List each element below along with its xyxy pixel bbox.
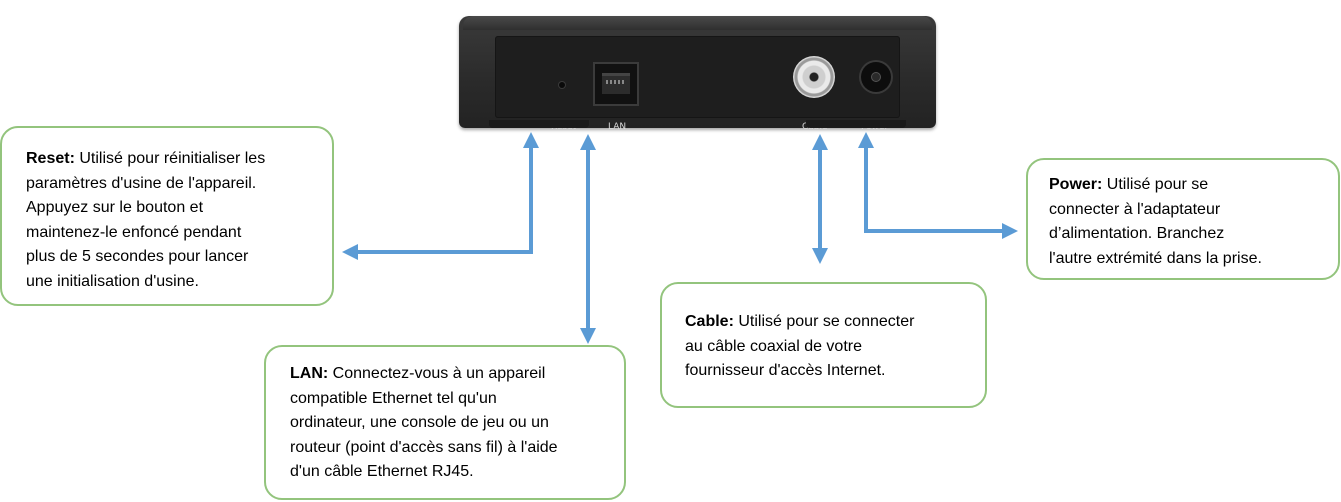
cable-callout-line: au câble coaxial de votre [685, 337, 862, 355]
lan-port-label: LAN [608, 122, 627, 132]
lan-callout-line: compatible Ethernet tel qu'un [290, 389, 497, 407]
lan-callout: LAN: Connectez-vous à un appareil compat… [264, 345, 626, 500]
cable-callout-title: Cable: [685, 313, 734, 330]
lan-callout-line: ordinateur, une console de jeu ou un [290, 414, 549, 431]
power-callout-line: l'autre extrémité dans la prise. [1049, 249, 1262, 267]
reset-callout-line: maintenez-le enfoncé pendant [26, 223, 242, 241]
reset-callout-line: une initialisation d'usine. [26, 272, 199, 290]
power-callout-line: d’alimentation. Branchez [1049, 225, 1225, 242]
coax-cable-port [793, 56, 835, 98]
reset-button [559, 82, 565, 88]
cable-callout: Cable: Utilisé pour se connecter au câbl… [660, 282, 987, 408]
device-top-edge [463, 16, 932, 30]
router-rear-panel: Reset LAN Cable Power [459, 16, 936, 132]
reset-callout-title: Reset: [26, 150, 75, 167]
power-callout-line: Utilisé pour se [1106, 176, 1209, 193]
lan-callout-line: routeur (point d'accès sans fil) à l'aid… [290, 438, 558, 456]
reset-callout-line: Utilisé pour réinitialiser les [79, 150, 266, 167]
cable-callout-line: Utilisé pour se connecter [738, 313, 915, 330]
reset-arrow [342, 132, 539, 260]
device-foot-right [806, 120, 906, 128]
power-arrow [858, 132, 1018, 239]
reset-callout-line: Appuyez sur le bouton et [26, 199, 204, 216]
power-jack [861, 62, 891, 92]
reset-callout: Reset: Utilisé pour réinitialiser les pa… [0, 126, 334, 306]
power-callout-title: Power: [1049, 176, 1103, 193]
lan-callout-line: d'un câble Ethernet RJ45. [290, 463, 474, 480]
power-callout-line: connecter à l'adaptateur [1049, 200, 1221, 218]
reset-callout-line: paramètres d'usine de l'appareil. [26, 174, 257, 192]
lan-port [593, 62, 639, 106]
power-callout: Power: Utilisé pour se connecter à l'ada… [1026, 158, 1340, 280]
reset-callout-line: plus de 5 secondes pour lancer [26, 248, 249, 265]
cable-callout-line: fournisseur d'accès Internet. [685, 362, 886, 379]
lan-callout-title: LAN: [290, 365, 329, 382]
lan-callout-line: Connectez-vous à un appareil [332, 365, 546, 382]
device-foot-left [489, 120, 589, 128]
